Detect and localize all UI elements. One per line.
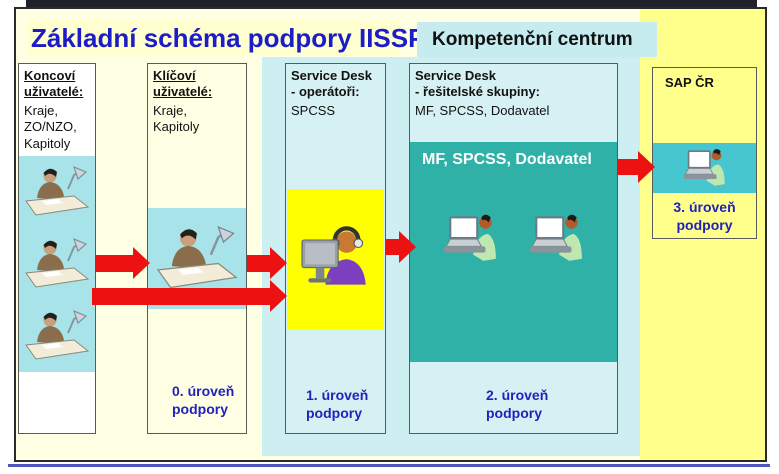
column-end-users: Koncoví uživatelé: Kraje, ZO/NZO, Kapito… (18, 63, 96, 434)
arrow-end-to-operators-shaft (92, 288, 270, 305)
competence-center-label-text: Kompetenční centrum (432, 29, 633, 50)
operator-headset-icon (297, 223, 375, 296)
column-key-users: Klíčoví uživatelé: Kraje, Kapitoly 0. úr… (147, 63, 247, 434)
person-at-laptop-icon (442, 211, 500, 266)
person-at-desk-icon (24, 235, 90, 294)
resolver-icons-row (410, 211, 617, 266)
key-users-heading: Klíčoví uživatelé: (153, 68, 213, 100)
person-at-desk-icon (24, 307, 90, 366)
arrow-groups-to-sap-head (638, 151, 655, 183)
key-users-body: Kraje, Kapitoly (153, 102, 200, 135)
end-users-icon-area (19, 156, 95, 372)
competence-center-label: Kompetenční centrum (417, 22, 657, 57)
column-service-desk-groups: Service Desk - řešitelské skupiny: MF, S… (409, 63, 618, 434)
end-users-heading: Koncoví uživatelé: (24, 68, 84, 100)
resolver-teal-box: MF, SPCSS, Dodavatel (410, 142, 617, 362)
arrow-key-to-operators-head (270, 247, 287, 279)
window-top-edge (26, 0, 757, 7)
end-users-body: Kraje, ZO/NZO, Kapitoly (24, 102, 77, 152)
arrow-key-to-operators-shaft (247, 255, 270, 272)
resolver-box-label: MF, SPCSS, Dodavatel (422, 151, 592, 168)
person-at-desk-icon (155, 222, 239, 295)
column-sap-cr: SAP ČR 3. úroveň podpory (652, 67, 757, 239)
arrow-operators-to-groups-head (399, 231, 416, 263)
sap-heading: SAP ČR (665, 75, 714, 90)
person-at-desk-icon (24, 163, 90, 222)
arrow-operators-to-groups-shaft (385, 239, 399, 255)
page-title: Základní schéma podpory IISSP (31, 23, 426, 53)
level-3-caption: 3. úroveň podpory (673, 199, 736, 234)
arrow-end-to-key-head (133, 247, 150, 279)
operator-yellow-box (287, 189, 384, 330)
sd-operators-body: SPCSS (291, 102, 336, 118)
title-band: Základní schéma podpory IISSP (28, 20, 426, 56)
level-0-caption: 0. úroveň podpory (172, 383, 235, 418)
arrow-groups-to-sap-shaft (617, 159, 638, 175)
sd-operators-heading: Service Desk - operátoři: (291, 68, 372, 100)
arrow-end-to-operators-head (270, 280, 287, 312)
level-1-caption: 1. úroveň podpory (306, 387, 369, 422)
column-service-desk-operators: Service Desk - operátoři: SPCSS 1. úrove… (285, 63, 386, 434)
arrow-end-to-key-shaft (95, 255, 133, 272)
sap-icon-strip (653, 143, 756, 193)
sd-groups-heading: Service Desk - řešitelské skupiny: (415, 68, 540, 100)
person-at-laptop-icon (528, 211, 586, 266)
level-2-caption: 2. úroveň podpory (486, 387, 549, 422)
sd-groups-body: MF, SPCSS, Dodavatel (415, 102, 550, 118)
bottom-blue-line (8, 464, 770, 467)
person-at-laptop-icon (682, 146, 728, 191)
